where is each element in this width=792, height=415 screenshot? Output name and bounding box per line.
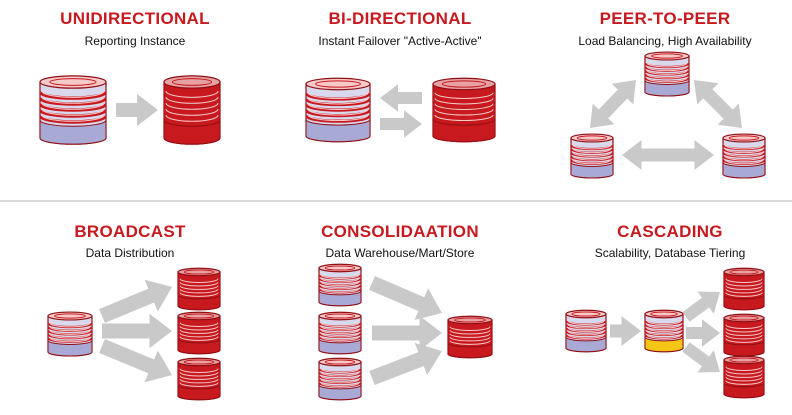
cascading-arrow-3 (682, 342, 720, 373)
broadcast-target-db-2 (177, 311, 221, 355)
unidirectional-arrow (116, 93, 158, 127)
broadcast-subtitle: Data Distribution (85, 246, 175, 260)
consolidation-arrow-2 (372, 315, 442, 351)
cascading-arrow-2 (686, 319, 720, 347)
cascading-subtitle: Scalability, Database Tiering (594, 246, 746, 260)
section-divider (0, 200, 792, 202)
consolidation-arrow-1 (369, 276, 442, 320)
broadcast-arrow-1 (99, 279, 172, 323)
bidirectional-db-left (305, 77, 371, 143)
broadcast-arrow-3 (99, 339, 172, 383)
consolidation-source-db-1 (318, 263, 362, 307)
consolidation-source-db-2 (318, 311, 362, 355)
unidirectional-title: UNIDIRECTIONAL (60, 9, 210, 28)
unidirectional-subtitle: Reporting Instance (84, 34, 186, 48)
consolidation-source-db-3 (318, 357, 362, 401)
peer-db-right (722, 133, 766, 179)
consolidation-title: CONSOLIDAATION (321, 222, 479, 241)
bidirectional-arrow-left (380, 84, 422, 112)
cascading-target-db-3 (723, 355, 765, 399)
peer-to-peer-subtitle: Load Balancing, High Availability (578, 34, 752, 48)
peer-arrow-right (694, 80, 742, 128)
consolidation-subtitle: Data Warehouse/Mart/Store (325, 246, 475, 260)
consolidation-target-db (447, 315, 493, 359)
bidirectional-title: BI-DIRECTIONAL (328, 9, 472, 28)
broadcast-title: BROADCAST (74, 222, 186, 241)
peer-db-left (570, 133, 614, 179)
cascading-target-db-2 (723, 313, 765, 357)
cascading-arrow-in (610, 316, 641, 346)
peer-arrow-bottom (622, 140, 714, 170)
broadcast-arrow-2 (102, 313, 172, 349)
broadcast-source-db (47, 311, 93, 357)
bidirectional-db-right (432, 77, 496, 143)
peer-arrow-left (590, 80, 636, 128)
unidirectional-target-db (163, 75, 221, 145)
consolidation-arrow-3 (369, 343, 442, 385)
cascading-title: CASCADING (617, 222, 723, 241)
unidirectional-source-db (39, 75, 107, 145)
bidirectional-arrow-right (380, 110, 422, 138)
cascading-arrow-1 (682, 291, 720, 322)
cascading-target-db-1 (723, 267, 765, 311)
peer-to-peer-title: PEER-TO-PEER (599, 9, 731, 28)
bidirectional-subtitle: Instant Failover "Active-Active" (318, 34, 482, 48)
cascading-tier-db (644, 309, 684, 353)
broadcast-target-db-3 (177, 357, 221, 401)
peer-db-top (644, 51, 690, 97)
cascading-source-db (565, 309, 607, 353)
broadcast-target-db-1 (177, 267, 221, 311)
